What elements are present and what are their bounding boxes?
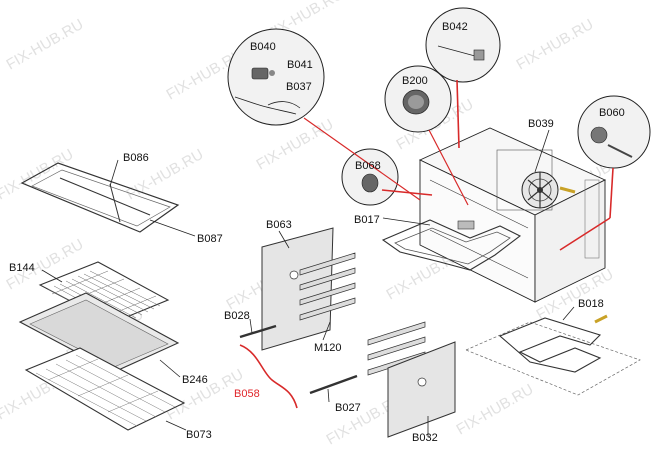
bubble-b042	[425, 7, 501, 83]
watermark: FIX-HUB.RU	[4, 16, 87, 74]
label-b028: B028	[224, 310, 250, 322]
label-b086: B086	[123, 152, 149, 164]
label-b018: B018	[578, 298, 604, 310]
label-b058: B058	[234, 388, 260, 400]
wire-b058	[239, 344, 298, 409]
leader-lines	[41, 79, 614, 437]
label-b063: B063	[266, 219, 292, 231]
label-b037: B037	[286, 81, 312, 93]
bubble-b060	[577, 95, 651, 169]
label-b027: B027	[335, 402, 361, 414]
fan-assembly	[521, 171, 576, 209]
baking-tray-b246	[18, 292, 180, 373]
grill-element-b018	[465, 314, 641, 396]
label-b068: B068	[355, 160, 381, 172]
shelf-runners-m120	[299, 252, 426, 376]
label-b032: B032	[412, 432, 438, 444]
bubble-b200	[384, 65, 452, 133]
bubble-b068	[341, 148, 399, 206]
label-b087: B087	[197, 233, 223, 245]
label-b040: B040	[250, 41, 276, 53]
label-b246: B246	[182, 374, 208, 386]
label-b017: B017	[354, 214, 380, 226]
watermark: FIX-HUB.RU	[514, 16, 597, 74]
label-b200: B200	[402, 75, 428, 87]
label-b041: B041	[287, 59, 313, 71]
lower-rack-b073	[24, 347, 186, 431]
part-labels: B040 B041 B037 B042 B200 B039 B060 B086 …	[9, 21, 625, 444]
rods	[239, 324, 358, 395]
label-b039: B039	[528, 118, 554, 130]
label-b060: B060	[599, 107, 625, 119]
label-b042: B042	[442, 21, 468, 33]
wire-shelf-support	[20, 162, 180, 233]
watermark: FIX-HUB.RU	[254, 116, 337, 174]
bubble-b040-b041-b037	[227, 28, 325, 126]
label-b073: B073	[186, 429, 212, 441]
watermark: FIX-HUB.RU	[454, 381, 537, 439]
side-panel-b063	[261, 227, 334, 351]
heating-element-b017	[381, 219, 522, 271]
label-b144: B144	[9, 262, 35, 274]
side-panel-b032	[387, 341, 456, 438]
oven-cavity	[418, 127, 607, 303]
label-m120: M120	[314, 342, 342, 354]
